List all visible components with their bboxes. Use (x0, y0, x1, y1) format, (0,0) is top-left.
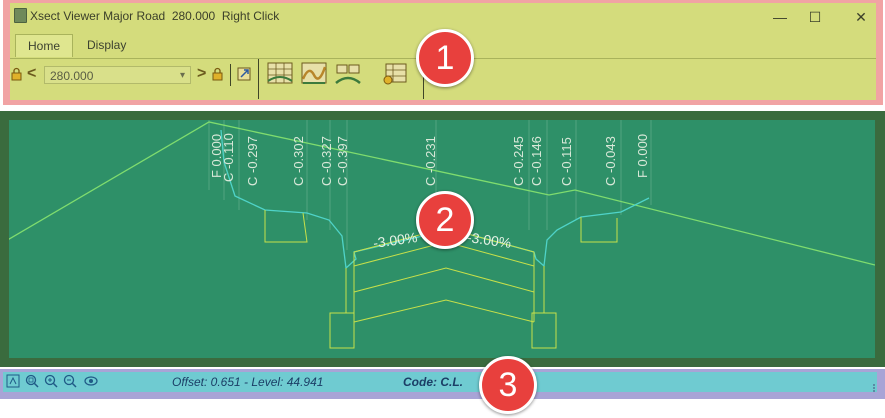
fit-view-icon[interactable] (5, 374, 21, 390)
tab-home[interactable]: Home (15, 34, 74, 57)
zoom-window-icon[interactable] (24, 374, 40, 390)
offset-label: C -0.397 (335, 136, 350, 186)
cross-section-drawing (9, 120, 875, 349)
callout-marker-3: 3 (479, 356, 537, 414)
cross-section-grid-icon[interactable] (266, 61, 294, 87)
export-icon[interactable] (236, 65, 254, 83)
zoom-in-icon[interactable] (43, 374, 59, 390)
offset-label: C -0.146 (529, 136, 544, 186)
toolbar-separator (258, 59, 259, 99)
offset-label: C -0.302 (291, 136, 306, 186)
report-table-icon[interactable] (380, 61, 408, 87)
pavement-structure (264, 210, 618, 349)
offset-level-readout: Offset: 0.651 - Level: 44.941 (172, 375, 324, 389)
window-title: Xsect Viewer Major Road 280.000 Right Cl… (30, 9, 280, 23)
status-bar: Offset: 0.651 - Level: 44.941 Code: C.L. (3, 372, 877, 392)
code-readout: Code: C.L. (403, 375, 463, 389)
tab-display[interactable]: Display (87, 38, 127, 52)
minimize-button[interactable]: — (773, 9, 787, 25)
multi-section-icon[interactable] (334, 61, 362, 87)
first-section-lock-icon[interactable] (10, 67, 24, 81)
offset-label: C -0.231 (423, 136, 438, 186)
resize-grip-icon[interactable] (871, 380, 877, 392)
offset-label: C -0.297 (245, 136, 260, 186)
maximize-button[interactable]: ☐ (808, 9, 822, 25)
callout-marker-1: 1 (416, 29, 474, 87)
offset-label: C -0.327 (319, 136, 334, 186)
close-button[interactable]: ✕ (855, 9, 867, 25)
offset-label: F 0.000 (635, 133, 650, 178)
zoom-out-icon[interactable] (62, 374, 78, 390)
callout-marker-2: 2 (416, 191, 474, 249)
toolbar-separator (230, 64, 231, 86)
station-dropdown[interactable]: 280.000 ▾ (44, 66, 191, 84)
chevron-down-icon: ▾ (179, 70, 185, 81)
ribbon-toolbar: < 280.000 ▾ > (10, 59, 876, 99)
toolbar-separator (423, 59, 424, 99)
offset-label: C -0.245 (511, 136, 526, 186)
profile-curve-icon[interactable] (300, 61, 328, 87)
offset-label: C -0.110 (221, 133, 236, 182)
previous-section-button[interactable]: < (27, 65, 37, 82)
app-icon (14, 8, 27, 23)
design-surface-line (220, 129, 650, 270)
station-value: 280.000 (50, 69, 94, 83)
last-section-lock-icon[interactable] (211, 67, 225, 81)
next-section-button[interactable]: > (197, 65, 207, 82)
offset-label: C -0.043 (603, 136, 618, 186)
existing-ground-line (9, 121, 875, 266)
title-bar: Xsect Viewer Major Road 280.000 Right Cl… (10, 3, 876, 29)
offset-label: C -0.115 (559, 137, 574, 186)
pan-view-icon[interactable] (83, 374, 99, 390)
